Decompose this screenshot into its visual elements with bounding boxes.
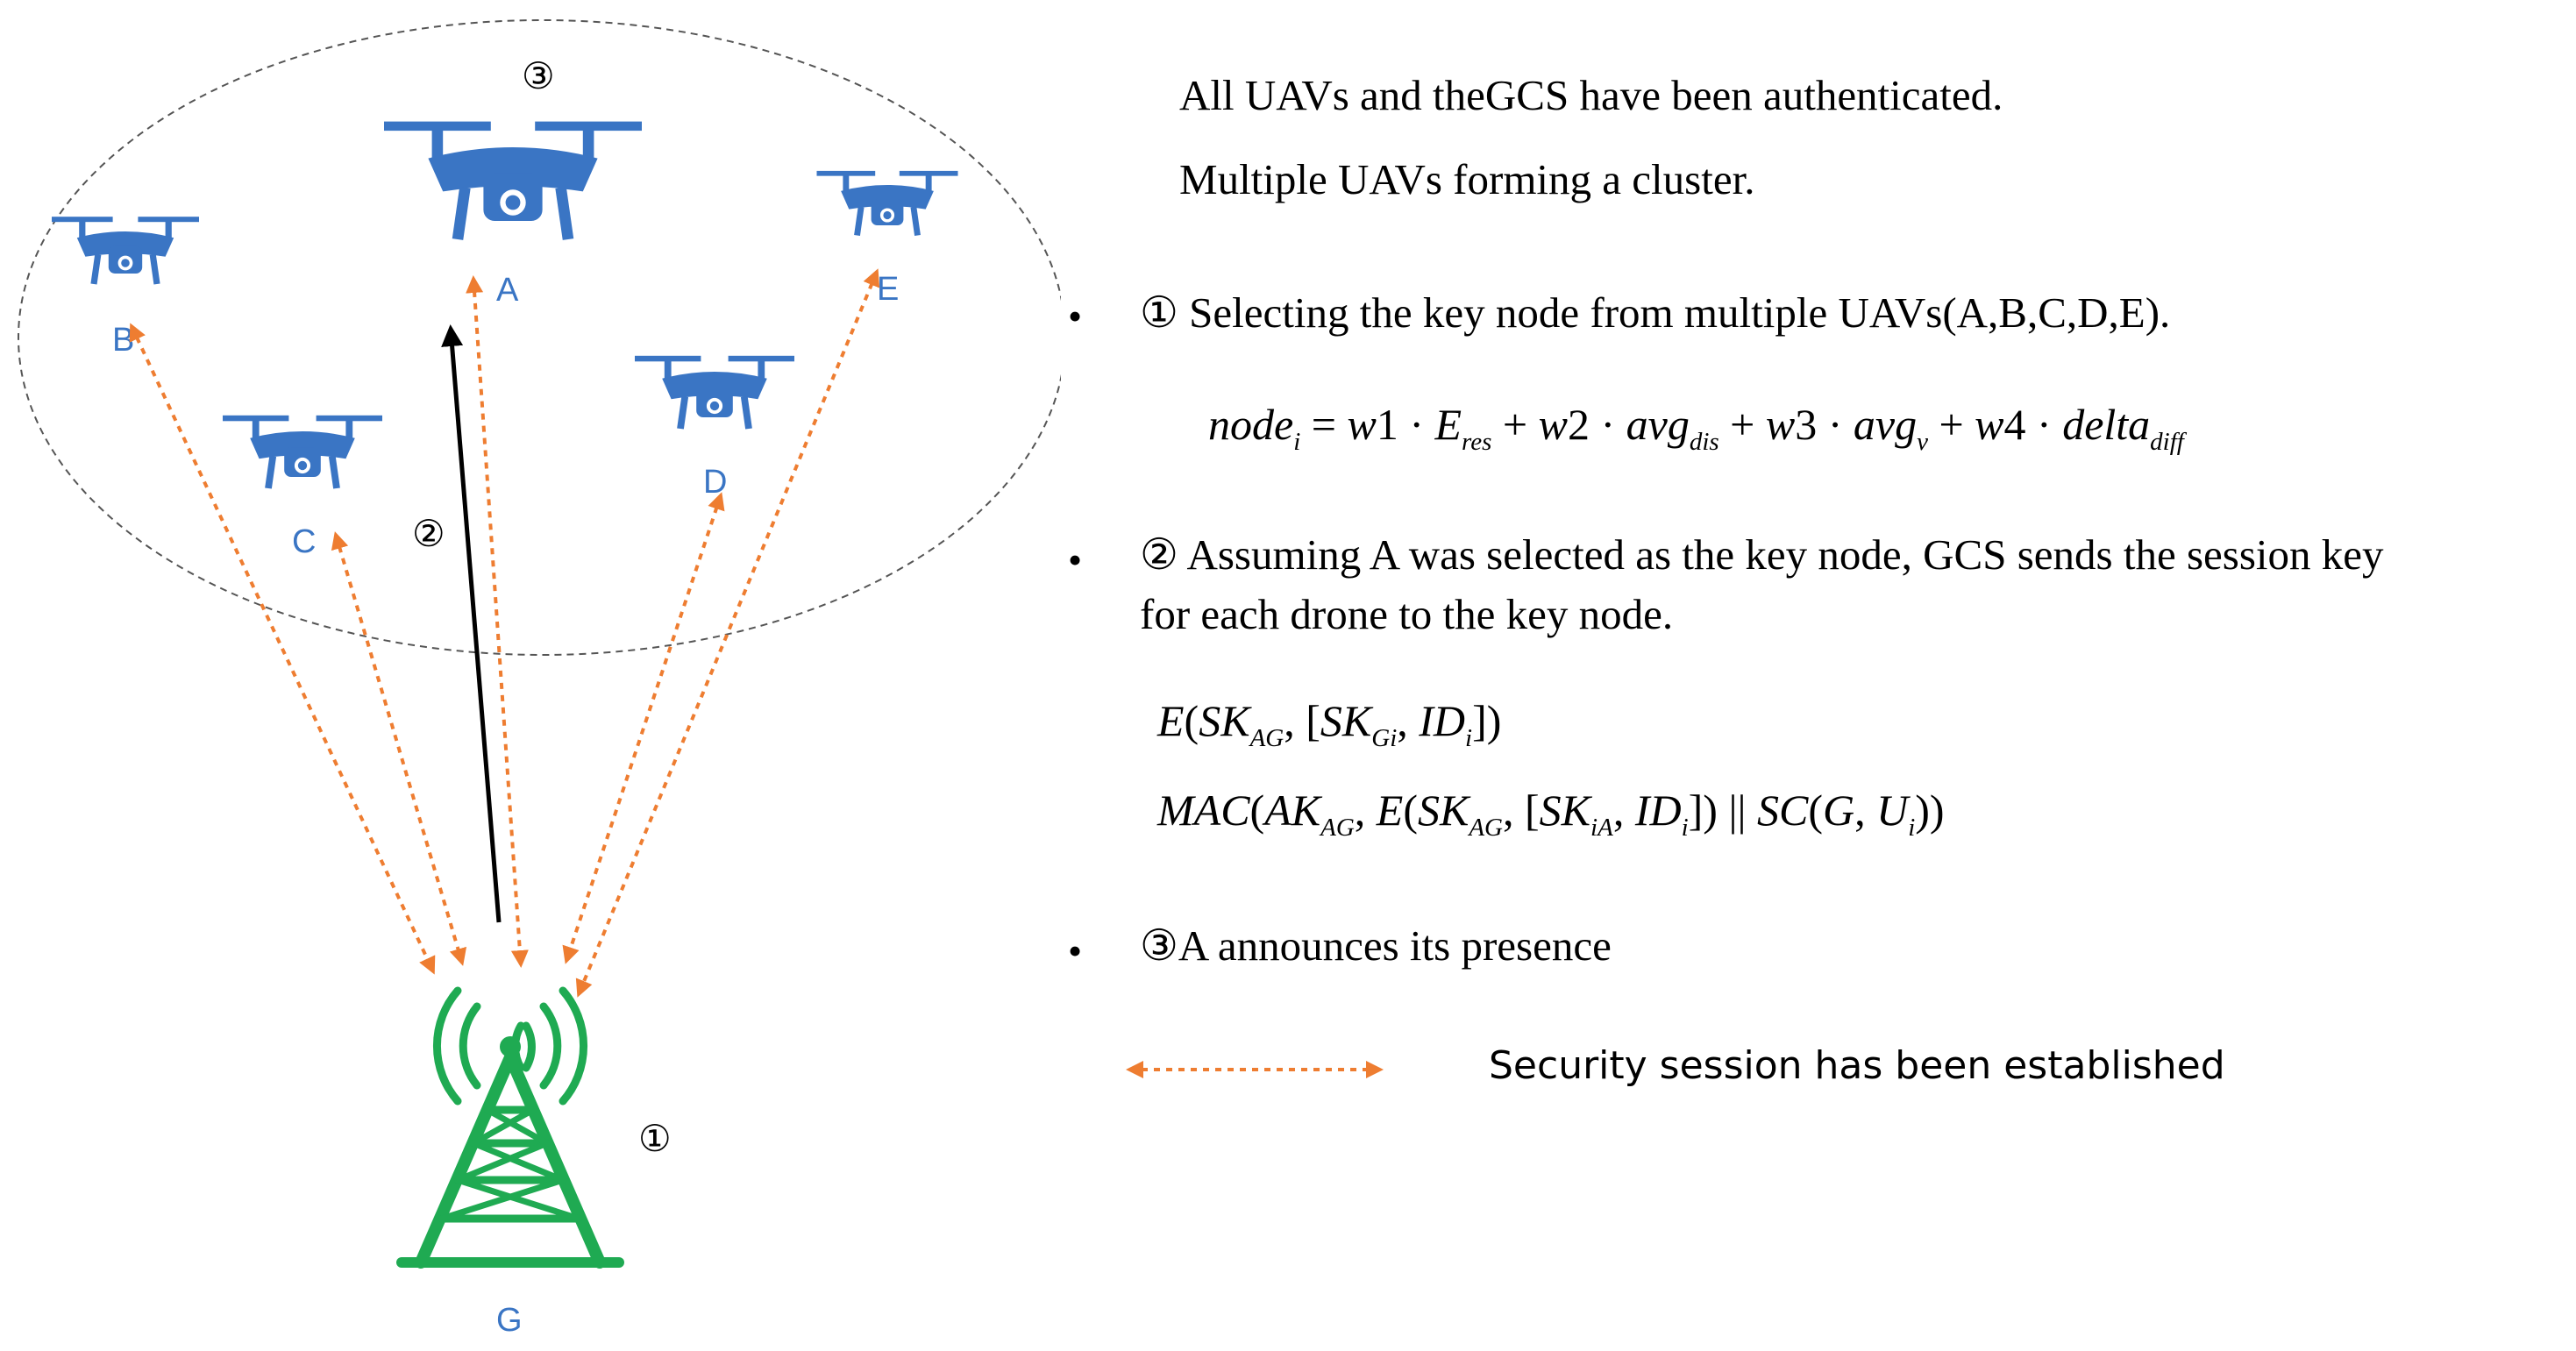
node-label-c: C — [292, 523, 316, 560]
node-selection-formula: nodei = w1 · Eres + w2 · avgdis + w3 · a… — [1208, 400, 2184, 456]
node-label-a: A — [496, 272, 519, 309]
step-2-text-line-2: for each drone to the key node. — [1140, 590, 1674, 638]
session-arrows — [129, 268, 880, 998]
cluster-diagram: A B C D E G ③ ② ① — [18, 19, 1061, 1339]
step-marker-3: ③ — [522, 54, 555, 97]
bullet-1: • — [1068, 294, 1083, 338]
bullet-3: • — [1068, 928, 1083, 973]
legend-text: Security session has been established — [1489, 1043, 2225, 1088]
drone-icon — [817, 171, 958, 236]
legend-arrow — [1126, 1061, 1384, 1078]
step-2-text-line-1: ② Assuming A was selected as the key nod… — [1140, 530, 2384, 579]
drone-icon — [635, 356, 794, 429]
drone-icon — [52, 217, 199, 284]
drone-icon — [223, 416, 382, 488]
radio-tower-icon — [396, 986, 624, 1269]
node-label-g: G — [496, 1302, 523, 1339]
key-node-arrow — [441, 324, 502, 923]
step-marker-1: ① — [638, 1117, 672, 1160]
explanation-panel: All UAVs and theGCS have been authentica… — [1052, 0, 2576, 1351]
node-label-d: D — [703, 464, 727, 501]
drone-icon — [384, 122, 642, 239]
step-marker-2: ② — [412, 512, 445, 555]
node-label-e: E — [877, 271, 899, 308]
encryption-formula: E(SKAG, [SKGi, IDi]) — [1157, 696, 1502, 752]
cluster-boundary — [18, 19, 1061, 656]
mac-formula: MAC(AKAG, E(SKAG, [SKiA, IDi]) || SC(G, … — [1157, 786, 1945, 842]
intro-line-1: All UAVs and theGCS have been authentica… — [1179, 71, 2003, 119]
bullet-2: • — [1068, 537, 1083, 582]
intro-line-2: Multiple UAVs forming a cluster. — [1179, 155, 1755, 203]
step-3-text: ③A announces its presence — [1140, 921, 1612, 970]
step-1-text: ① Selecting the key node from multiple U… — [1140, 288, 2171, 337]
